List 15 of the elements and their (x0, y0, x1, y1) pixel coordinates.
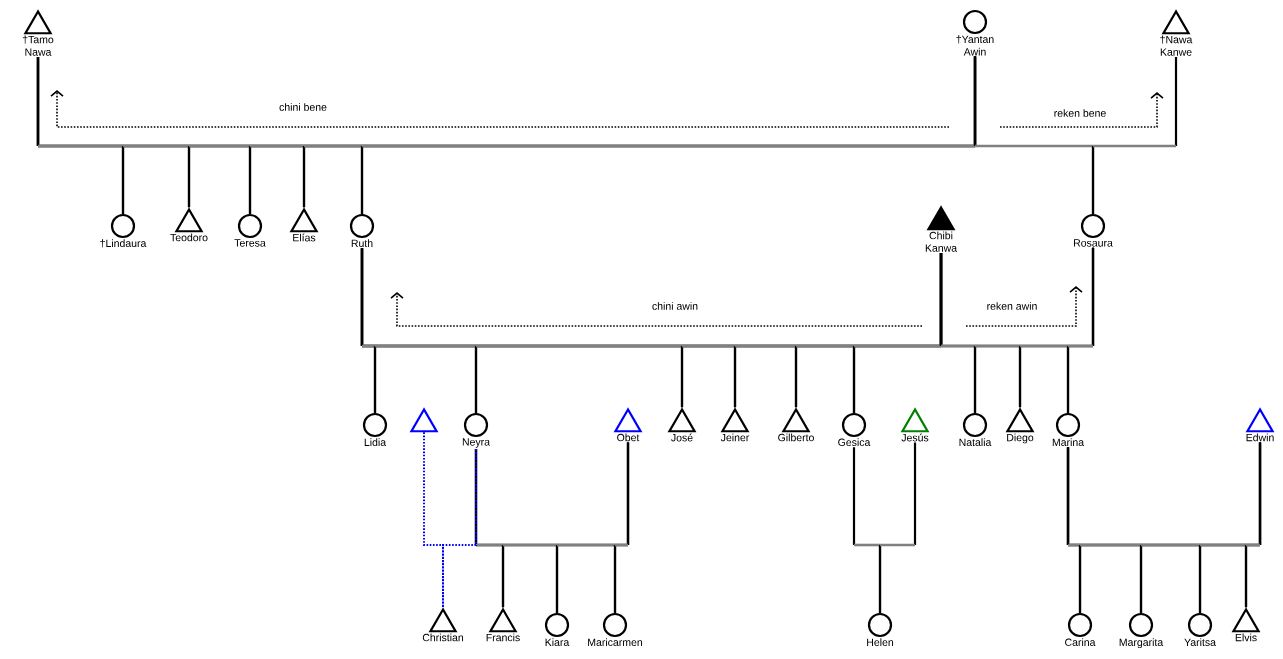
edge-label: reken bene (1052, 108, 1108, 118)
kinship-line (1091, 55, 1178, 215)
kinship-line (442, 447, 477, 609)
kinship-line (1244, 441, 1262, 609)
arrow (965, 286, 1083, 327)
edge-label: chini bene (278, 102, 328, 112)
kinship-line (613, 441, 630, 614)
arrow (999, 92, 1164, 128)
arrow (390, 292, 923, 327)
edge-label: chini awin (650, 301, 700, 311)
arrow (50, 90, 950, 128)
kinship-line (1066, 246, 1095, 414)
kinship-line (878, 441, 917, 614)
edge-label: reken awin (985, 301, 1039, 311)
kinship-line (423, 431, 444, 609)
